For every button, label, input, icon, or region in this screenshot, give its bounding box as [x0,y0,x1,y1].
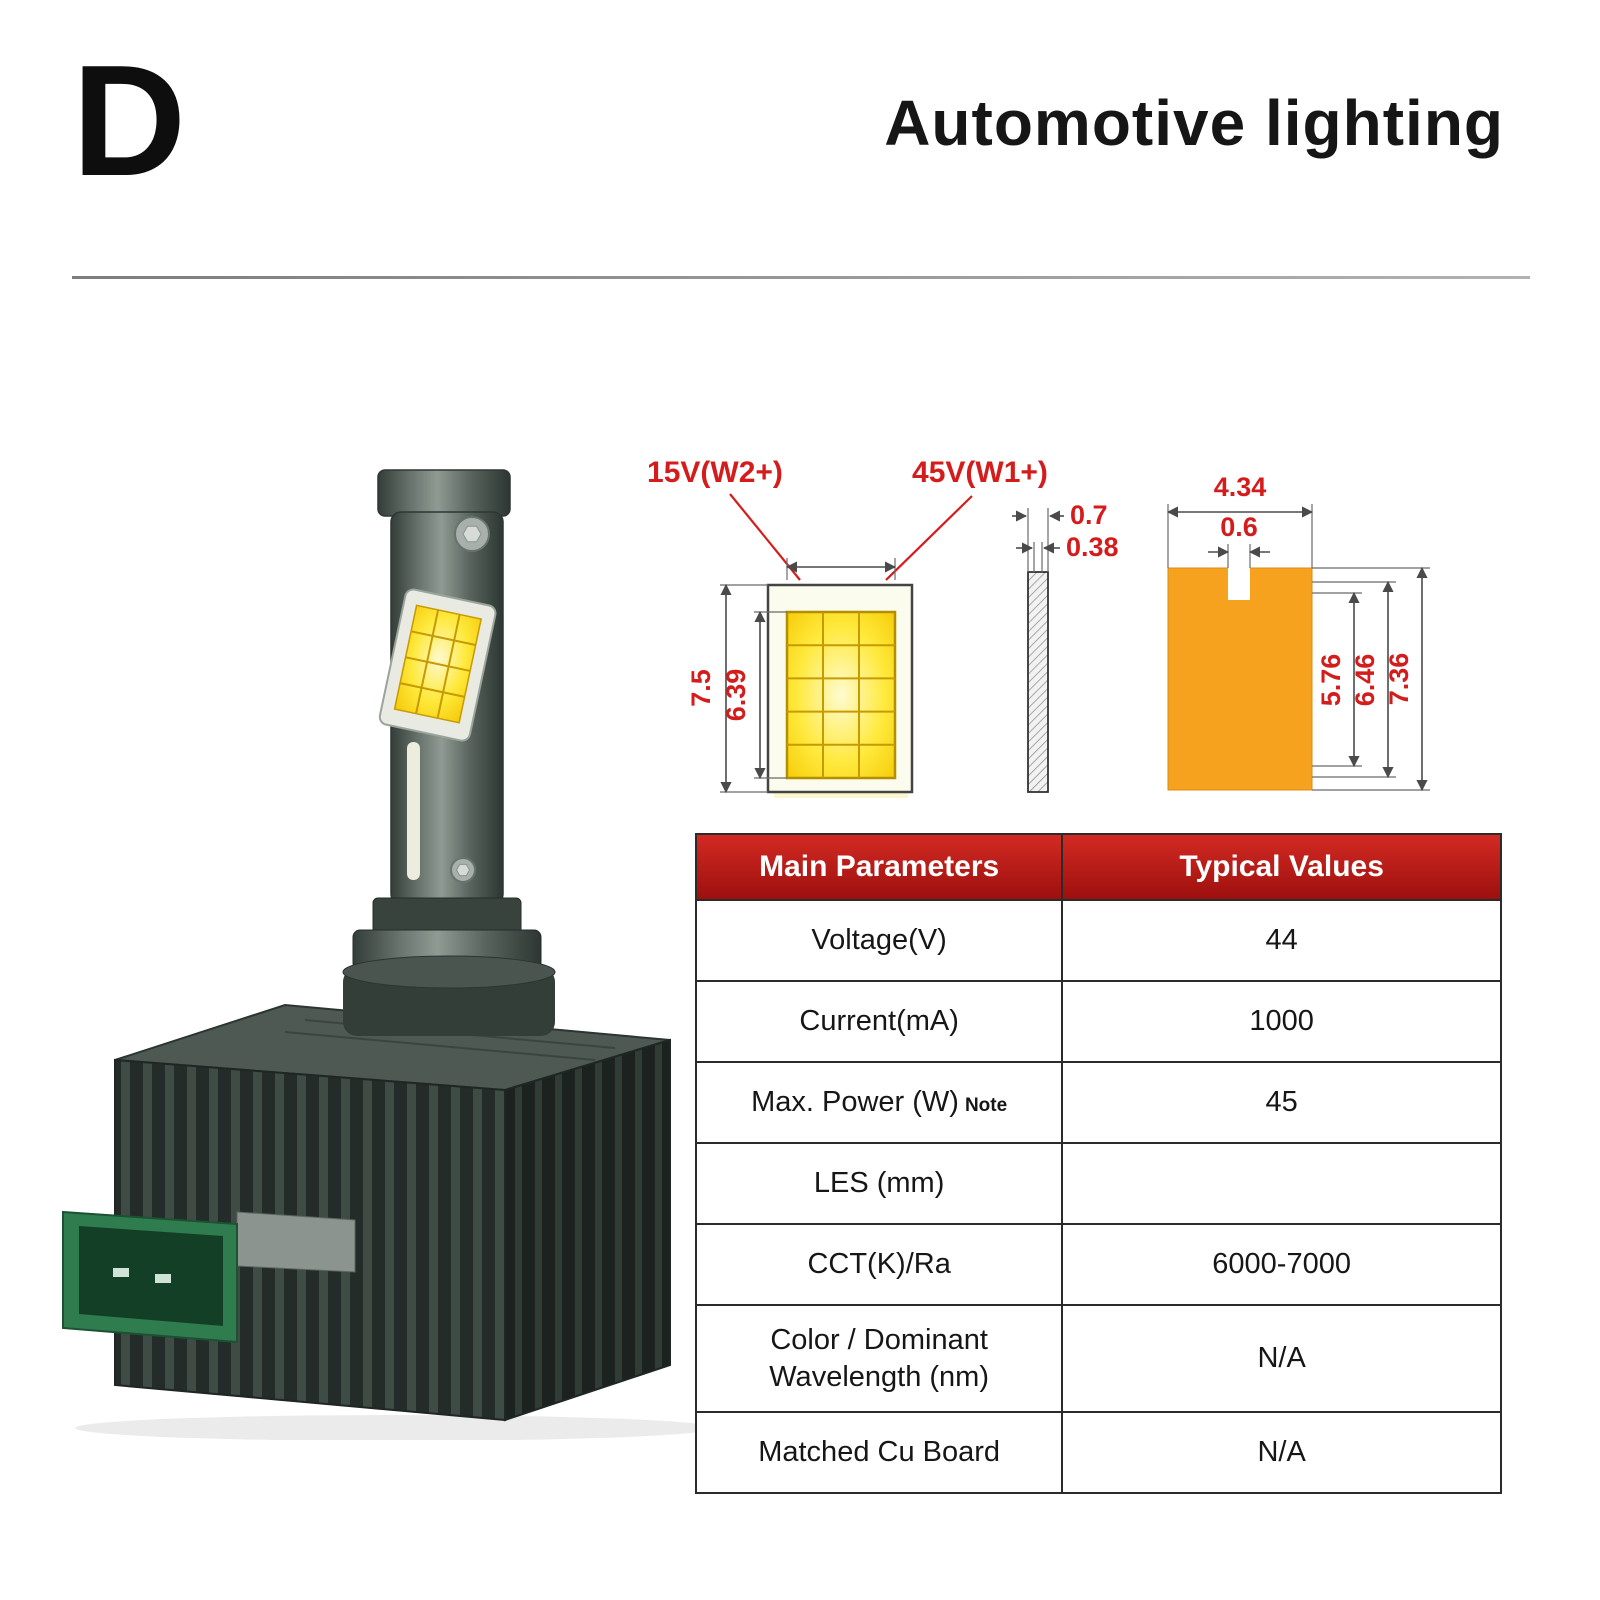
table-row: Color / Dominant Wavelength (nm) N/A [694,1304,1502,1413]
table-row: CCT(K)/Ra 6000-7000 [694,1223,1502,1306]
power-connector [62,1210,356,1344]
led-front-diagram: 15V(W2+) 45V(W1+) 7.5 6.39 [647,456,1048,798]
table-header-param: Main Parameters [694,833,1064,901]
heatsink [114,1003,671,1422]
value-cell: 45 [1061,1061,1502,1144]
param-cell: LES (mm) [694,1142,1064,1225]
side-slab [1027,571,1049,793]
value-cell: 6000-7000 [1061,1223,1502,1306]
value-cell: 44 [1061,899,1502,982]
board-height-inner: 5.76 [1316,654,1346,707]
param-cell: Current(mA) [694,980,1064,1063]
led-chip-window [378,588,497,742]
hex-bolt-top [454,516,490,552]
param-cell: Voltage(V) [694,899,1064,982]
label-45v-w1: 45V(W1+) [912,456,1048,489]
param-note: Note [964,1095,1008,1117]
spec-table: Main Parameters Typical Values Voltage(V… [694,833,1502,1494]
table-row: Matched Cu Board N/A [694,1411,1502,1494]
product-shadow [75,1415,715,1440]
param-cell: Max. Power (W)Note [694,1061,1064,1144]
bulb-collar [372,897,522,935]
mounting-ring [342,955,556,1036]
board-notch [1228,566,1250,600]
board-height-mid: 6.46 [1350,654,1380,707]
value-cell: N/A [1061,1304,1502,1413]
chip-outer-height: 7.5 [686,669,716,707]
param-cell: CCT(K)/Ra [694,1223,1064,1306]
table-header-row: Main Parameters Typical Values [694,833,1502,901]
label-15v-w2: 15V(W2+) [647,456,783,489]
connector-tab [236,1211,356,1273]
side-outer-thickness: 0.7 [1070,500,1108,530]
page-title: Automotive lighting [884,87,1504,159]
param-text: Max. Power (W) [751,1086,959,1119]
value-cell [1061,1142,1502,1225]
product-image [62,469,715,1440]
board-notch-width: 0.6 [1220,512,1258,542]
value-cell: 1000 [1061,980,1502,1063]
side-inner-thickness: 0.38 [1066,532,1119,562]
table-row: Current(mA) 1000 [694,980,1502,1063]
table-row: Voltage(V) 44 [694,899,1502,982]
board-height-outer: 7.36 [1384,653,1414,706]
param-cell: Matched Cu Board [694,1411,1064,1494]
side-view-diagram: 0.7 0.38 [1012,500,1119,793]
chip-inner-height: 6.39 [721,669,751,722]
value-cell: N/A [1061,1411,1502,1494]
param-cell: Color / Dominant Wavelength (nm) [694,1304,1064,1413]
table-header-value: Typical Values [1061,833,1502,901]
series-letter: D [72,33,187,209]
hex-bolt-lower [450,857,476,883]
board-width: 4.34 [1214,472,1267,502]
dimension-diagrams: 15V(W2+) 45V(W1+) 7.5 6.39 0.7 [647,456,1430,798]
board-body [1167,567,1313,791]
header-divider [72,276,1530,279]
table-row: Max. Power (W)Note 45 [694,1061,1502,1144]
heatsink-side-fins [504,1038,671,1422]
table-row: LES (mm) [694,1142,1502,1225]
board-diagram: 4.34 0.6 5.76 6.46 7.36 [1166,472,1430,792]
bulb-upper-body [352,469,542,971]
chip-emitter [785,610,897,780]
